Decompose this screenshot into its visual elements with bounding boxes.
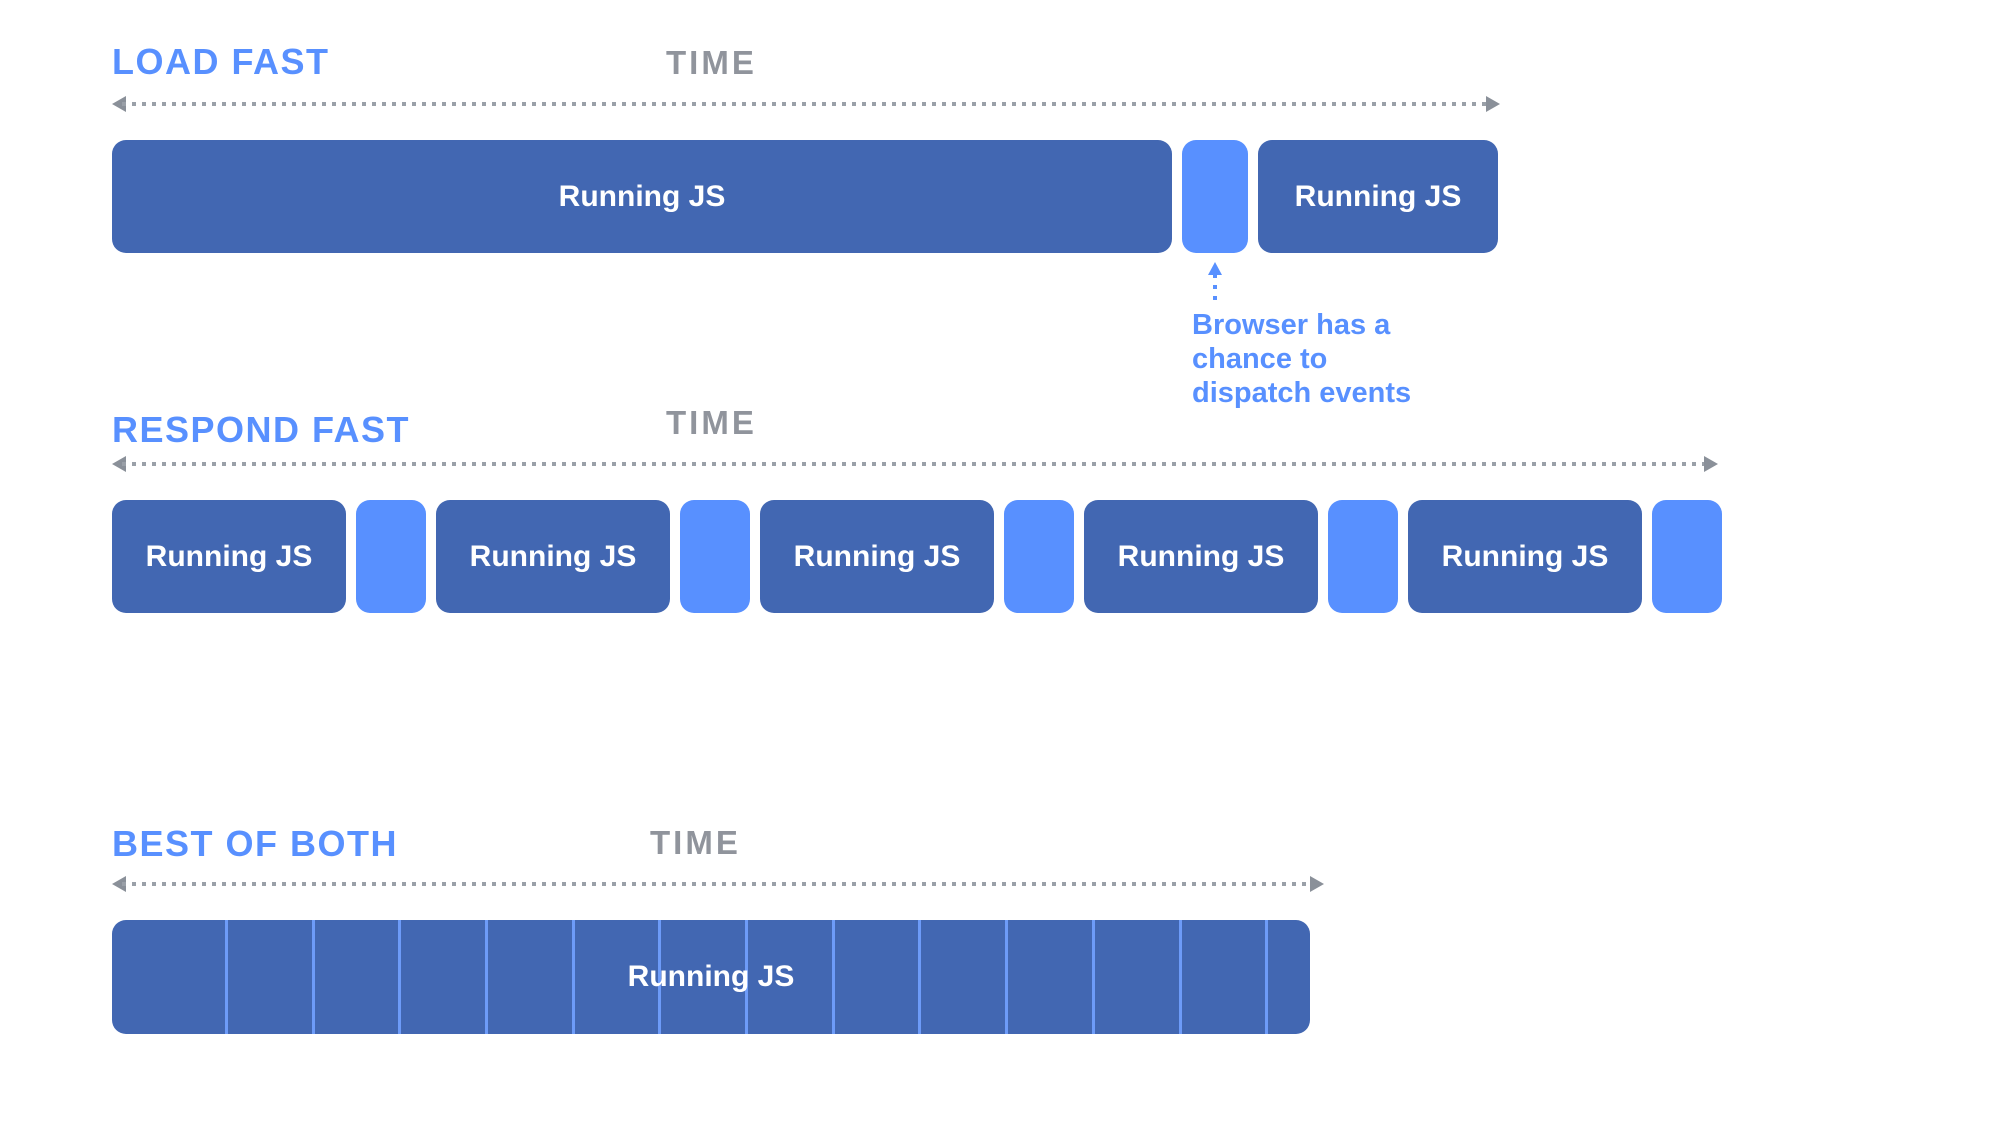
running-js-block: Running JS	[112, 500, 346, 613]
time-slice-segment	[918, 920, 1005, 1034]
arrowhead-left-icon	[112, 456, 126, 472]
dotted-line	[122, 102, 1490, 106]
timeline-track-respond-fast: Running JS Running JS Running JS Running JS…	[112, 500, 1722, 613]
browser-gap-block	[1182, 140, 1248, 253]
time-slice-segment	[1178, 920, 1266, 1034]
time-axis-arrow	[112, 96, 1500, 112]
running-js-label: Running JS	[793, 539, 961, 573]
time-slice-segment	[571, 920, 659, 1034]
time-axis-label: TIME	[666, 44, 757, 81]
arrowhead-right-icon	[1310, 876, 1324, 892]
running-js-label: Running JS	[627, 960, 795, 993]
running-js-block: Running JS	[760, 500, 994, 613]
dotted-line	[122, 882, 1314, 886]
running-js-segmented-bar	[112, 920, 1310, 1034]
browser-gap-block	[1004, 500, 1074, 613]
time-axis-arrow	[112, 876, 1324, 892]
arrowhead-right-icon	[1486, 96, 1500, 112]
time-slice-segment	[224, 920, 312, 1034]
running-js-label: Running JS	[469, 539, 637, 573]
section-title-respond-fast: RESPOND FAST	[112, 409, 411, 450]
running-js-label: Running JS	[1441, 539, 1609, 573]
annotation-arrow-icon	[1206, 262, 1224, 306]
running-js-label: Running JS	[1117, 539, 1285, 573]
time-slice-segment	[1091, 920, 1179, 1034]
time-slice-segment	[485, 920, 572, 1034]
browser-gap-block	[356, 500, 426, 613]
dotted-line	[122, 462, 1708, 466]
time-slice-segment	[398, 920, 485, 1034]
running-js-label: Running JS	[1294, 179, 1462, 213]
running-js-block: Running JS	[112, 140, 1172, 253]
running-js-block: Running JS	[436, 500, 670, 613]
arrowhead-right-icon	[1704, 456, 1718, 472]
time-axis-label: TIME	[650, 824, 741, 861]
annotation-browser-events: Browser has a chance to dispatch events	[1192, 309, 1412, 409]
arrowhead-left-icon	[112, 876, 126, 892]
browser-gap-block	[1652, 500, 1722, 613]
time-slice-segment	[658, 920, 745, 1034]
running-js-block: Running JS	[1408, 500, 1642, 613]
running-js-label: Running JS	[145, 539, 313, 573]
section-title-best-of-both: BEST OF BOTH	[112, 823, 398, 864]
timeline-track-load-fast: Running JS Running JS	[112, 140, 1498, 253]
arrowhead-left-icon	[112, 96, 126, 112]
running-js-block: Running JS	[1084, 500, 1318, 613]
time-slice-segment	[831, 920, 919, 1034]
browser-gap-block	[680, 500, 750, 613]
running-js-block: Running JS	[1258, 140, 1498, 253]
time-slice-segment	[311, 920, 399, 1034]
time-slice-segment	[1265, 920, 1310, 1034]
browser-gap-block	[1328, 500, 1398, 613]
time-axis-label: TIME	[666, 404, 757, 441]
running-js-label: Running JS	[558, 179, 726, 213]
section-title-load-fast: LOAD FAST	[112, 41, 330, 82]
time-axis-arrow	[112, 456, 1718, 472]
time-slice-segment	[1005, 920, 1092, 1034]
time-slice-segment	[745, 920, 832, 1034]
